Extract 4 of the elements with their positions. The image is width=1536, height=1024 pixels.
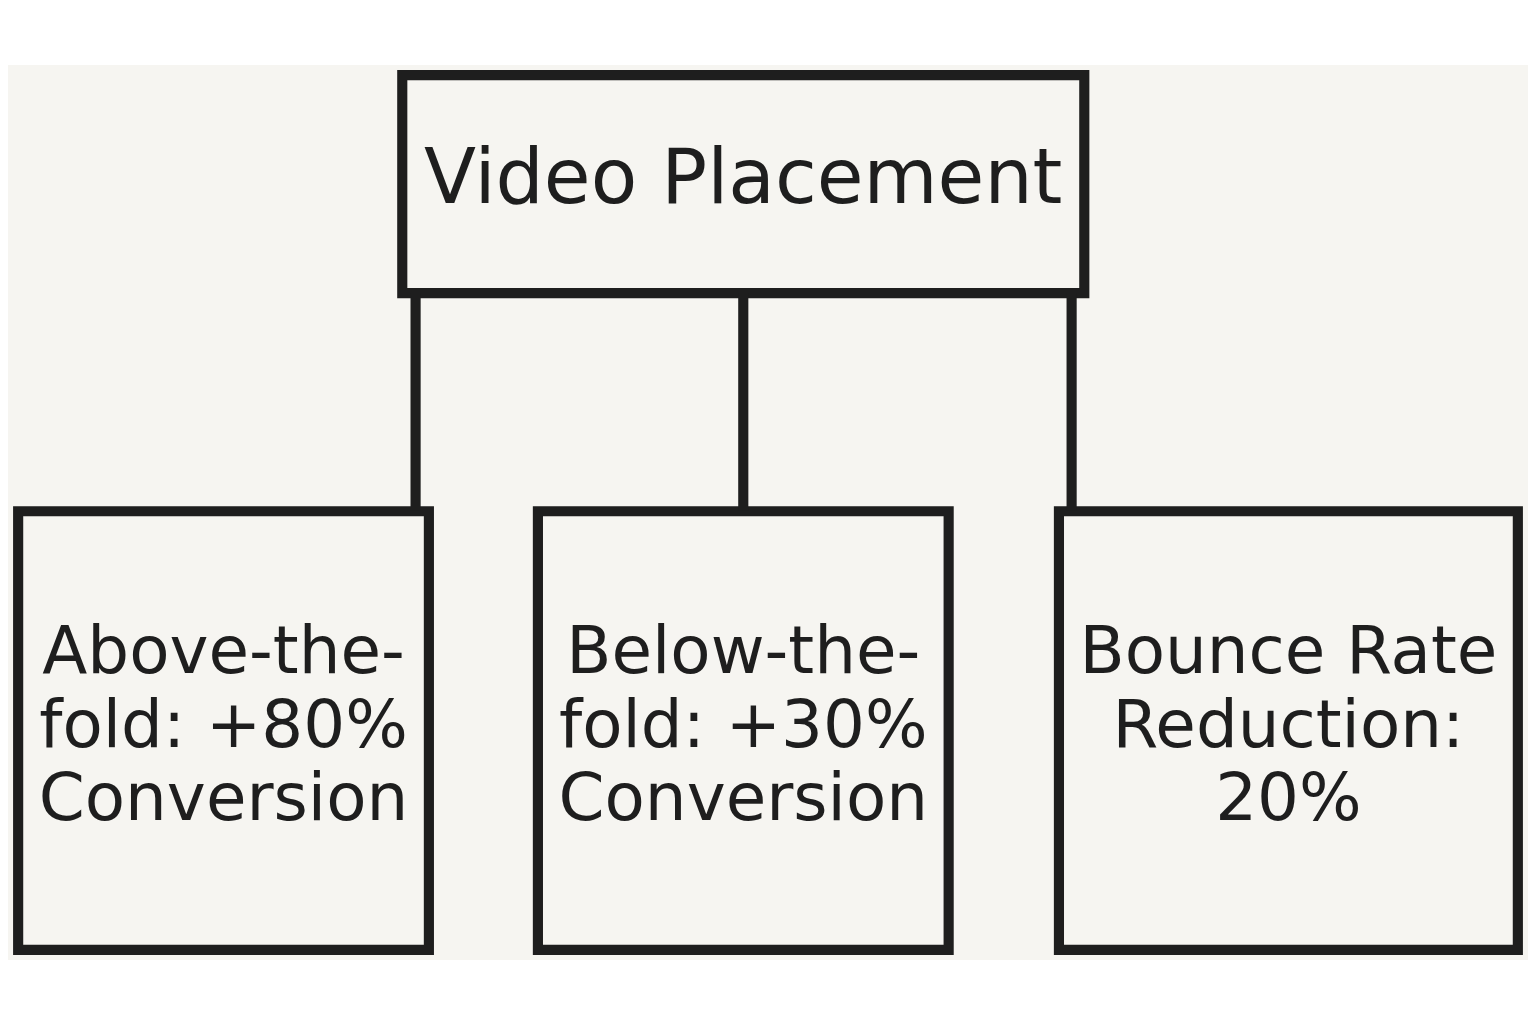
node-box: Below-the-fold: +30% Conversion <box>532 505 954 955</box>
node-box: Video Placement <box>397 69 1090 298</box>
node-box: Above-the-fold: +80% Conversion <box>13 505 434 955</box>
node-box: Bounce Rate Reduction: 20% <box>1053 505 1523 955</box>
